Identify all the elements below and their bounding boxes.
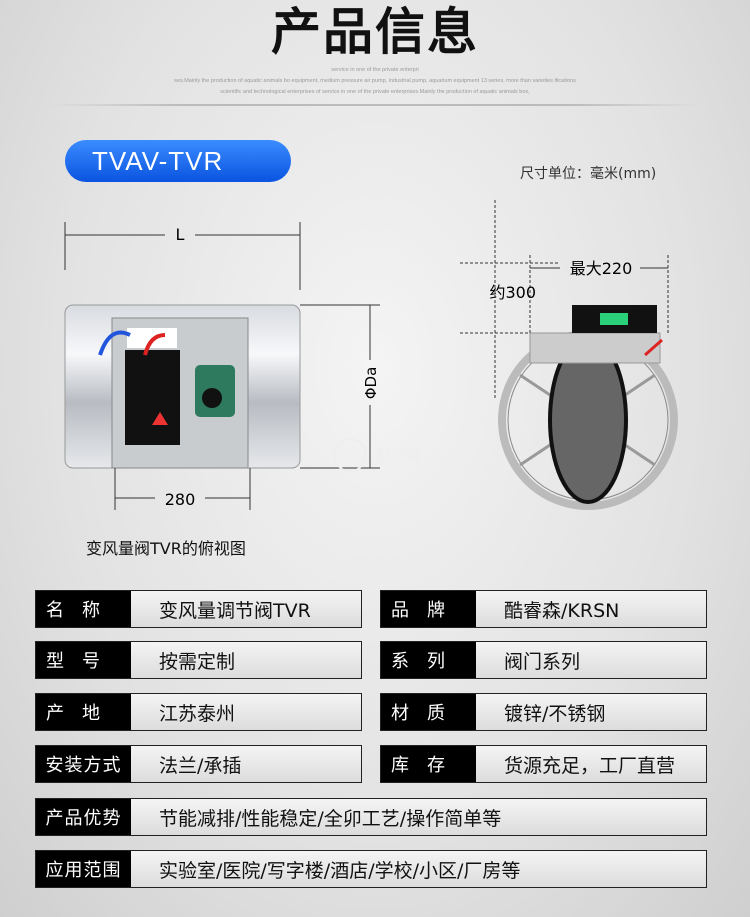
spec-value: 按需定制 [159,650,236,673]
spec-value: 货源充足，工厂直营 [504,754,676,777]
dim-width-label: 最大220 [570,259,633,278]
spec-value: 法兰/承插 [159,754,242,777]
subtitle-line: service in one of the private enterpri [331,67,419,73]
spec-row-install: 安装方式 法兰/承插 [35,745,362,783]
spec-value: 实验室/医院/写字楼/酒店/学校/小区/厂房等 [159,859,521,882]
product-drawing: L ΦDa 制冷通 280 约300 最大220 [64,200,678,510]
dim-l-label: L [176,225,185,244]
page-title: 产品信息 [271,3,479,61]
dim-280-label: 280 [165,490,196,509]
spec-value: 变风量调节阀TVR [159,599,311,622]
drawing-caption: 变风量阀TVR的俯视图 [86,539,246,558]
spec-row-applications: 应用范围 实验室/医院/写字楼/酒店/学校/小区/厂房等 [35,850,707,888]
spec-label: 名 称 [36,591,131,627]
spec-label: 产 地 [36,694,131,730]
spec-value: 阀门系列 [504,650,581,673]
spec-label: 产品优势 [36,799,131,835]
spec-label: 应用范围 [36,851,131,887]
subtitle-line: ses.Mainly the production of aquatic ani… [174,78,576,84]
spec-row-advantages: 产品优势 节能减排/性能稳定/全卯工艺/操作简单等 [35,798,707,836]
spec-row-origin: 产 地 江苏泰州 [35,693,362,731]
watermark-logo [333,438,367,472]
dimension-l [64,222,301,290]
units-label: 尺寸单位：毫米(mm) [520,166,657,182]
spec-value: 酷睿森/KRSN [504,599,620,622]
spec-label: 型 号 [36,642,131,678]
spec-row-name: 名 称 变风量调节阀TVR [35,590,362,628]
spec-row-brand: 品 牌 酷睿森/KRSN [380,590,707,628]
watermark: 制冷通 [376,446,421,464]
spec-label: 材 质 [381,694,476,730]
spec-label: 品 牌 [381,591,476,627]
spec-value: 镀锌/不锈钢 [504,702,606,725]
spec-value: 江苏泰州 [159,702,236,725]
spec-row-stock: 库 存 货源充足，工厂直营 [380,745,707,783]
model-badge: TVAV-TVR [65,140,291,182]
spec-label: 安装方式 [36,746,131,782]
spec-row-model: 型 号 按需定制 [35,641,362,679]
dim-height-label: 约300 [489,283,536,302]
spec-value: 节能减排/性能稳定/全卯工艺/操作简单等 [159,807,502,830]
dim-da-label: ΦDa [362,367,380,400]
spec-label: 库 存 [381,746,476,782]
spec-row-series: 系 列 阀门系列 [380,641,707,679]
dimension-280 [114,468,251,510]
spec-row-material: 材 质 镀锌/不锈钢 [380,693,707,731]
damper-side-view [64,304,301,469]
subtitle-line: scientific and technological enterprises… [220,89,530,95]
spec-label: 系 列 [381,642,476,678]
dimension-da [300,304,380,469]
divider [50,104,700,106]
damper-front-view [498,305,678,510]
